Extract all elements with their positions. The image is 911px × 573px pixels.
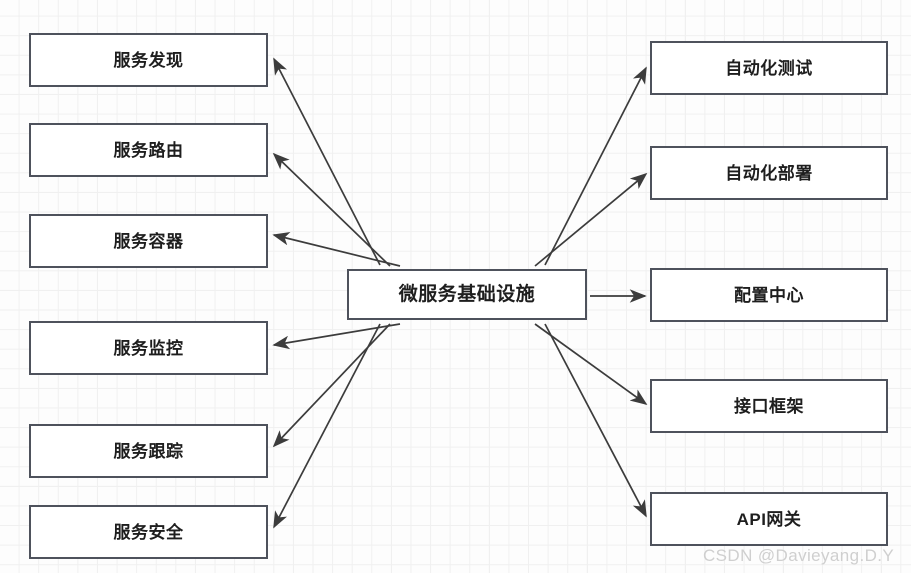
- node-label: 服务容器: [113, 231, 184, 251]
- node-label: 自动化部署: [725, 163, 813, 183]
- watermark-text: CSDN @Davieyang.D.Y: [703, 546, 895, 565]
- edge-line: [272, 232, 401, 267]
- edge-line: [544, 323, 647, 518]
- node-service-tracing[interactable]: 服务跟踪: [29, 424, 268, 478]
- node-label: 服务路由: [113, 140, 184, 160]
- node-label: 服务安全: [113, 522, 184, 542]
- node-service-security[interactable]: 服务安全: [29, 505, 268, 559]
- node-config-center[interactable]: 配置中心: [650, 268, 888, 322]
- edge-line: [273, 57, 381, 266]
- node-service-discovery[interactable]: 服务发现: [29, 33, 268, 87]
- edge-line: [272, 323, 391, 448]
- edge-line: [272, 152, 391, 267]
- node-label: API网关: [736, 509, 802, 529]
- edge-line: [544, 66, 647, 266]
- node-api-gateway[interactable]: API网关: [650, 492, 888, 546]
- node-label: 接口框架: [734, 396, 804, 416]
- edge-line: [534, 172, 648, 267]
- node-label: 服务跟踪: [113, 441, 184, 461]
- node-interface-framework[interactable]: 接口框架: [650, 379, 888, 433]
- node-service-container[interactable]: 服务容器: [29, 214, 268, 268]
- edge-line: [272, 323, 401, 350]
- node-service-routing[interactable]: 服务路由: [29, 123, 268, 177]
- node-label: 配置中心: [734, 285, 804, 305]
- edge-line: [273, 323, 381, 529]
- edge-line: [534, 323, 648, 405]
- node-label: 服务发现: [113, 50, 184, 70]
- node-label: 自动化测试: [725, 58, 813, 78]
- node-service-monitoring[interactable]: 服务监控: [29, 321, 268, 375]
- node-automated-testing[interactable]: 自动化测试: [650, 41, 888, 95]
- node-label: 服务监控: [113, 338, 184, 358]
- node-automated-deployment[interactable]: 自动化部署: [650, 146, 888, 200]
- node-microservice-infrastructure[interactable]: 微服务基础设施: [347, 269, 587, 320]
- node-label: 微服务基础设施: [398, 284, 536, 305]
